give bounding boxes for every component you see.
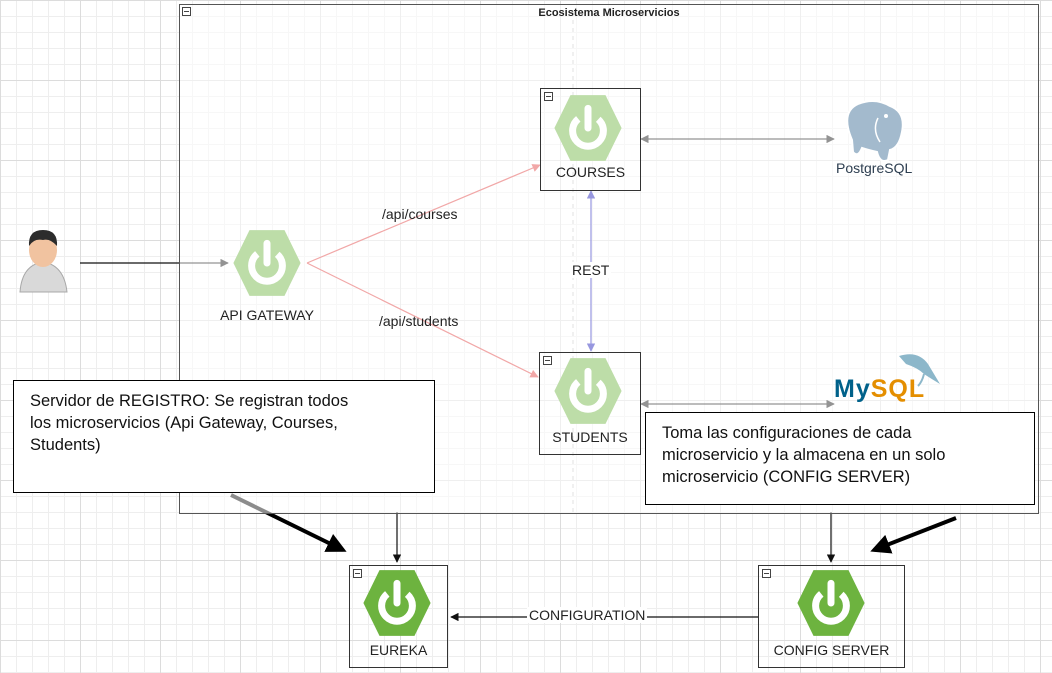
note-registro: Servidor de REGISTRO: Se registran todos…	[13, 380, 435, 493]
eureka-collapse-icon[interactable]	[353, 569, 362, 578]
config-server-node[interactable]	[758, 565, 905, 668]
config-server-collapse-icon[interactable]	[762, 569, 771, 578]
students-label: STUDENTS	[552, 429, 628, 445]
eureka-label: EUREKA	[369, 642, 428, 658]
postgresql-label: PostgreSQL	[836, 160, 912, 176]
note-config: Toma las configuraciones de cada microse…	[645, 412, 1035, 505]
user-avatar-icon	[19, 230, 68, 293]
ecosystem-title: Ecosistema Microservicios	[538, 7, 680, 19]
ecosystem-collapse-icon[interactable]	[182, 7, 191, 16]
courses-label: COURSES	[555, 164, 626, 180]
edge-label-api-students: /api/students	[379, 313, 459, 329]
note-registro-line-3: Students)	[30, 436, 101, 454]
api-gateway-label: API GATEWAY	[220, 307, 314, 323]
note-config-line-3: microservicio (CONFIG SERVER)	[662, 468, 911, 486]
note-registro-line-2: los microservicios (Api Gateway, Courses…	[30, 414, 338, 432]
edge-label-configuration: CONFIGURATION	[527, 607, 648, 623]
courses-node[interactable]	[540, 88, 641, 191]
edge-label-api-courses: /api/courses	[382, 206, 458, 222]
students-node[interactable]	[539, 352, 641, 455]
mysql-label: MySQL	[834, 375, 925, 404]
note-config-line-1: Toma las configuraciones de cada	[662, 424, 912, 442]
courses-collapse-icon[interactable]	[544, 92, 553, 101]
postgresql-label-part1: Postgre	[836, 160, 885, 176]
note-config-line-2: microservicio y la almacena en un solo	[662, 446, 946, 464]
mysql-label-part1: My	[834, 375, 871, 403]
edge-label-rest: REST	[570, 262, 612, 278]
mysql-label-part2: SQL	[870, 375, 926, 403]
note-arrow-config	[870, 516, 957, 554]
config-server-label: CONFIG SERVER	[773, 642, 890, 658]
eureka-node[interactable]	[349, 565, 448, 668]
postgresql-label-part2: SQL	[884, 160, 913, 176]
students-collapse-icon[interactable]	[543, 356, 552, 365]
note-registro-line-1: Servidor de REGISTRO: Se registran todos	[30, 392, 349, 410]
